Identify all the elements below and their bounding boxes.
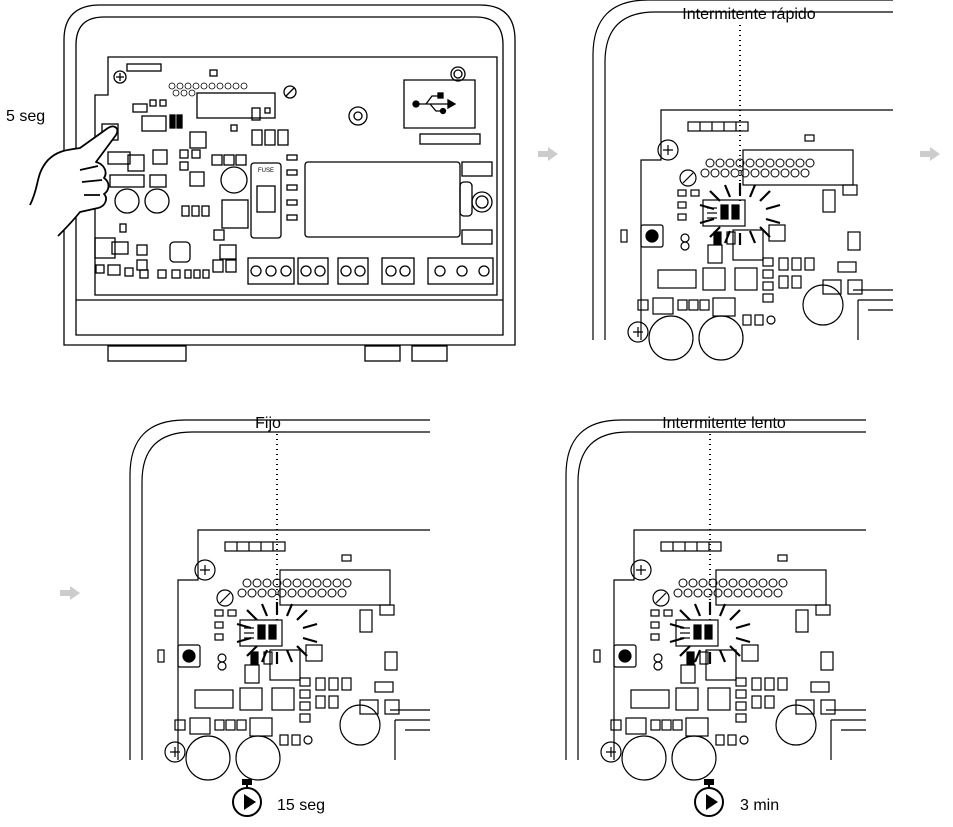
arrow-right-icon [60,586,80,600]
stopwatch-icon [695,780,723,816]
hold-time-label: 5 seg [6,108,45,125]
zoom-panel-fast-blink [593,0,893,360]
slow-blink-label: Intermitente lento [662,415,786,432]
zoom-panel-steady [130,420,430,780]
timer-3-label: 3 min [740,797,779,814]
arrow-right-icon [920,147,940,161]
fast-blink-label: Intermitente rápido [682,6,816,23]
stopwatch-icon [233,780,261,816]
device-enclosure: FUSE [64,5,515,361]
steady-label: Fijo [255,415,281,432]
fuse-label: FUSE [258,168,274,174]
usb-icon [413,93,455,114]
arrow-right-icon [538,147,558,161]
timer-15-label: 15 seg [277,797,325,814]
zoom-panel-slow-blink [566,420,866,780]
hand-press-icon [30,126,117,236]
